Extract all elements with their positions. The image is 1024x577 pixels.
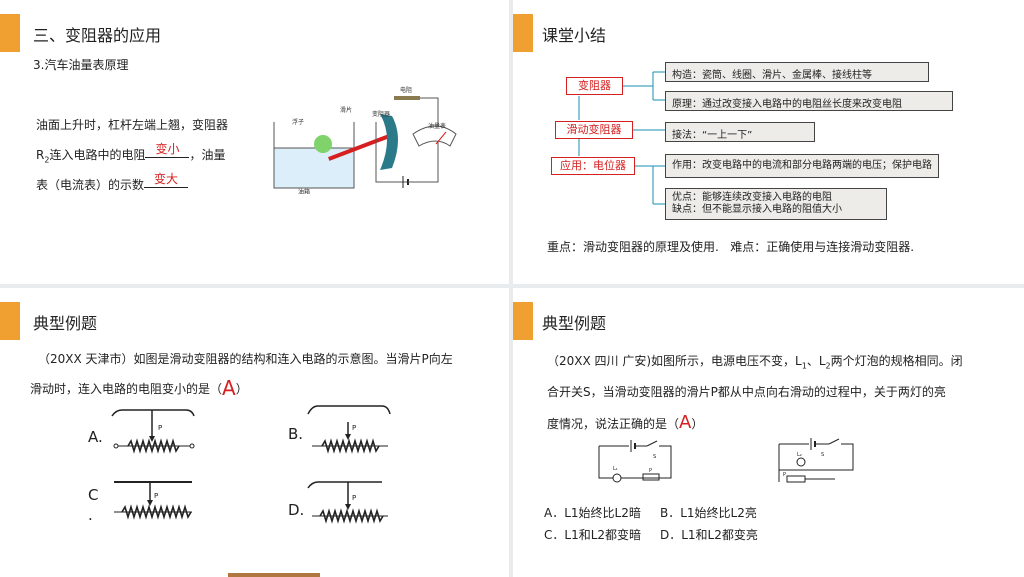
rheostat-figure-b: P xyxy=(307,405,391,454)
circuit-diagram-2: S L₂ P xyxy=(778,438,854,483)
summary-pros-cons: 优点：能够连续改变接入电路的电阻 缺点：但不能显示接入电路的阻值大小 xyxy=(665,188,887,220)
svg-text:滑片: 滑片 xyxy=(340,106,352,114)
node-potentiometer: 应用：电位器 xyxy=(551,157,635,175)
accent-bar xyxy=(513,14,533,52)
bottom-tab-indicator xyxy=(228,573,320,577)
summary-function: 作用：改变电路中的电流和部分电路两端的电压；保护电路 xyxy=(665,154,939,178)
summary-connectors xyxy=(578,71,665,205)
option-d: D．L1和L2都变亮 xyxy=(660,528,758,542)
float-icon xyxy=(314,135,332,153)
svg-text:P: P xyxy=(352,424,356,432)
section-title: 典型例题 xyxy=(33,314,98,333)
svg-text:油量表: 油量表 xyxy=(428,122,446,130)
text-line-2: R2连入电路中的电阻变小，油量 xyxy=(36,142,226,165)
svg-text:P: P xyxy=(783,472,786,478)
accent-bar xyxy=(0,14,20,52)
accent-bar xyxy=(0,302,20,340)
option-c: C．L1和L2都变暗 xyxy=(544,528,642,542)
node-rheostat: 变阻器 xyxy=(566,77,623,95)
rheostat-figure-d: P xyxy=(307,481,388,524)
text-line-3: 表（电流表）的示数变大 xyxy=(36,172,189,194)
answer-mark: A xyxy=(222,376,236,400)
section-title: 课堂小结 xyxy=(542,26,607,45)
svg-text:L₁: L₁ xyxy=(613,466,618,472)
svg-text:油箱: 油箱 xyxy=(298,188,310,194)
svg-text:电阻: 电阻 xyxy=(400,86,412,94)
option-b-label: B. xyxy=(288,425,304,443)
svg-text:P: P xyxy=(158,424,162,432)
option-c-label: C xyxy=(88,486,99,504)
blank-answer-1: 变小 xyxy=(145,140,190,158)
text-line-1: 油面上升时，杠杆左端上翘，变阻器 xyxy=(36,118,229,132)
key-points: 重点：滑动变阻器的原理及使用. 难点：正确使用与连接滑动变阻器. xyxy=(547,240,915,254)
option-b: B．L1始终比L2亮 xyxy=(660,506,757,520)
option-d-label: D. xyxy=(288,501,305,519)
accent-bar xyxy=(513,302,533,340)
node-sliding-rheostat: 滑动变阻器 xyxy=(555,121,633,139)
question-line-1: （20XX 天津市）如图是滑动变阻器的结构和连入电路的示意图。当滑片P向左 xyxy=(38,352,453,366)
section-title: 典型例题 xyxy=(542,314,607,333)
option-a: A．L1始终比L2暗 xyxy=(544,506,641,520)
subtitle: 3.汽车油量表原理 xyxy=(33,58,129,72)
panel-example-1: 典型例题 （20XX 天津市）如图是滑动变阻器的结构和连入电路的示意图。当滑片P… xyxy=(0,288,509,577)
svg-text:变阻器: 变阻器 xyxy=(372,110,390,118)
option-c-dot: . xyxy=(88,506,93,524)
question-line-2: 合开关S，当滑动变阻器的滑片P都从中点向右滑动的过程中，关于两灯的亮 xyxy=(547,385,946,399)
blank-answer-2: 变大 xyxy=(144,170,189,188)
svg-text:S: S xyxy=(653,454,656,460)
svg-text:浮子: 浮子 xyxy=(292,118,304,126)
panel-oil-gauge: 三、变阻器的应用 3.汽车油量表原理 油面上升时，杠杆左端上翘，变阻器 R2连入… xyxy=(0,0,509,284)
summary-structure: 构造：瓷筒、线圈、滑片、金属棒、接线柱等 xyxy=(665,62,929,82)
svg-text:P: P xyxy=(352,494,356,502)
svg-text:L₂: L₂ xyxy=(797,452,802,458)
svg-text:P: P xyxy=(154,492,158,500)
summary-connection: 接法：“一上一下” xyxy=(665,122,815,142)
answer-mark: A xyxy=(679,412,692,433)
question-line-2: 滑动时，连入电路的电阻变小的是（A） xyxy=(30,376,248,400)
panel-example-2: 典型例题 （20XX 四川 广安)如图所示，电源电压不变，L1、L2两个灯泡的规… xyxy=(513,288,1024,577)
page-title: 三、变阻器的应用 xyxy=(33,26,162,45)
panel-summary: 课堂小结 变阻器 滑动变阻器 应用：电位器 构造：瓷筒、线圈、滑片、金属棒、接线… xyxy=(513,0,1024,284)
summary-principle: 原理：通过改变接入电路中的电阻丝长度来改变电阻 xyxy=(665,91,953,111)
rheostat-figure-c: P xyxy=(114,481,192,520)
question-line-3: 度情况，说法正确的是（A） xyxy=(547,412,704,433)
question-line-1: （20XX 四川 广安)如图所示，电源电压不变，L1、L2两个灯泡的规格相同。闭 xyxy=(547,354,963,371)
svg-text:S: S xyxy=(821,452,824,458)
svg-text:P: P xyxy=(649,468,652,474)
circuit-diagram-1: S L₁ P xyxy=(598,440,672,483)
option-a-label: A. xyxy=(88,428,103,446)
oil-gauge-diagram: 浮子 滑片 变阻器 电阻 油量表 油箱 xyxy=(273,86,457,194)
rheostat-figure-a: P xyxy=(111,409,195,454)
